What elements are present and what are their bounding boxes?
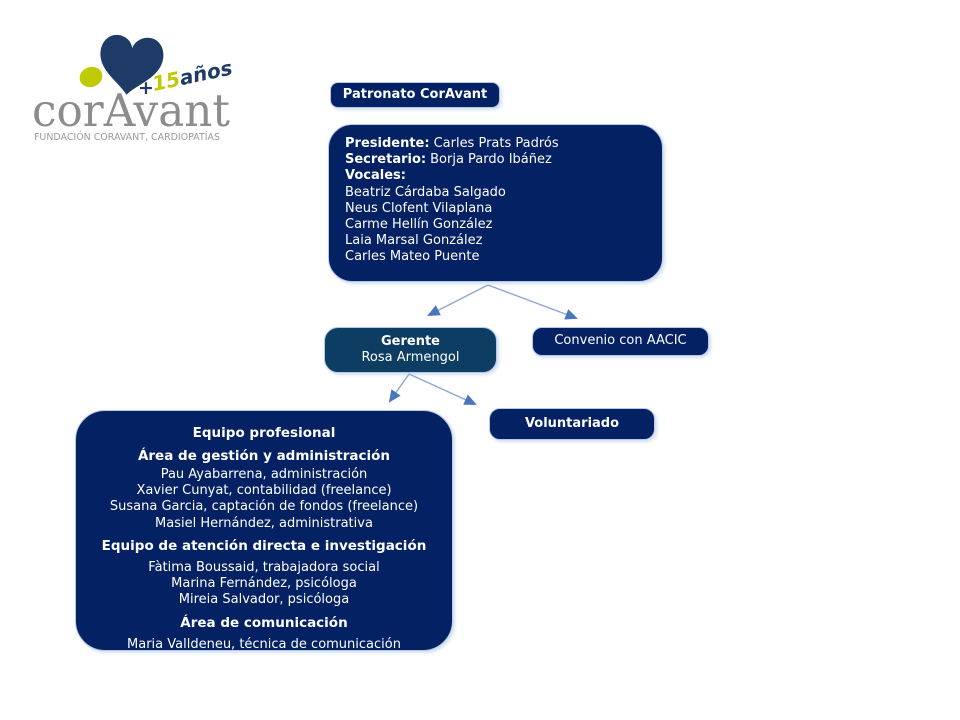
team-member: Marina Fernández, psicóloga (171, 576, 357, 592)
team-member: Maria Valldeneu, técnica de comunicación (127, 636, 401, 652)
convenio-label: Convenio con AACIC (554, 333, 687, 349)
equipo-title: Equipo profesional (192, 425, 336, 441)
connector-gerente-to-voluntariado (408, 373, 477, 405)
board-role: Vocales: (345, 168, 648, 184)
board-role: Secretario:Borja Pardo Ibáñez (345, 152, 648, 168)
node-voluntariado: Voluntariado (489, 408, 655, 440)
node-patronato-coravant: Patronato CorAvant (330, 82, 500, 108)
node-board-members: Presidente:Carles Prats Padrós Secretari… (328, 124, 663, 282)
team-member: Susana Garcia, captación de fondos (free… (109, 499, 419, 515)
connector-gerente-to-equipo (388, 373, 410, 403)
team-member: Mireia Salvador, psicóloga (178, 592, 350, 608)
board-vocal: Beatriz Cárdaba Salgado (345, 184, 506, 200)
coravant-logo: + 15años corAvant FUNDACIÓN CORAVANT, CA… (32, 34, 235, 143)
board-vocal: Carles Mateo Puente (345, 249, 480, 265)
connector-board-to-gerente (427, 284, 489, 316)
patronato-label: Patronato CorAvant (342, 86, 488, 102)
connector-board-to-convenio (487, 284, 578, 320)
team-member: Fàtima Boussaid, trabajadora social (148, 559, 380, 575)
board-vocal: Carme Hellín González (345, 216, 493, 232)
equipo-section-heading: Área de gestión y administración (137, 447, 391, 464)
role-name: Borja Pardo Ibáñez (430, 152, 552, 168)
role-label: Vocales: (345, 168, 406, 184)
logo-dot (79, 66, 103, 88)
team-member: Xavier Cunyat, contabilidad (freelance) (136, 483, 392, 499)
team-member: Masiel Hernández, administrativa (155, 515, 373, 531)
equipo-section-heading: Área de comunicación (180, 614, 348, 631)
gerente-name: Rosa Armengol (361, 350, 460, 365)
board-vocal: Neus Clofent Vilaplana (345, 200, 493, 216)
node-convenio-aacic: Convenio con AACIC (532, 327, 709, 356)
logo-tagline: FUNDACIÓN CORAVANT, CARDIOPATÍAS (34, 131, 220, 143)
plus-sign: + (138, 77, 154, 99)
equipo-section-heading: Equipo de atención directa e investigaci… (101, 537, 427, 554)
role-name: Carles Prats Padrós (433, 136, 559, 151)
role-label: Secretario: (345, 152, 427, 168)
team-member: Pau Ayabarrena, administración (160, 466, 368, 482)
role-label: Presidente: (345, 136, 430, 151)
gerente-title: Gerente (380, 333, 440, 349)
board-vocal: Laia Marsal González (345, 233, 483, 249)
voluntariado-label: Voluntariado (524, 415, 620, 431)
heart-icon (100, 34, 164, 95)
logo-wordmark: corAvant (32, 84, 230, 137)
board-role: Presidente:Carles Prats Padrós (345, 136, 648, 152)
node-gerente: Gerente Rosa Armengol (324, 327, 497, 373)
node-equipo-profesional: Equipo profesional Área de gestión y adm… (75, 410, 453, 652)
